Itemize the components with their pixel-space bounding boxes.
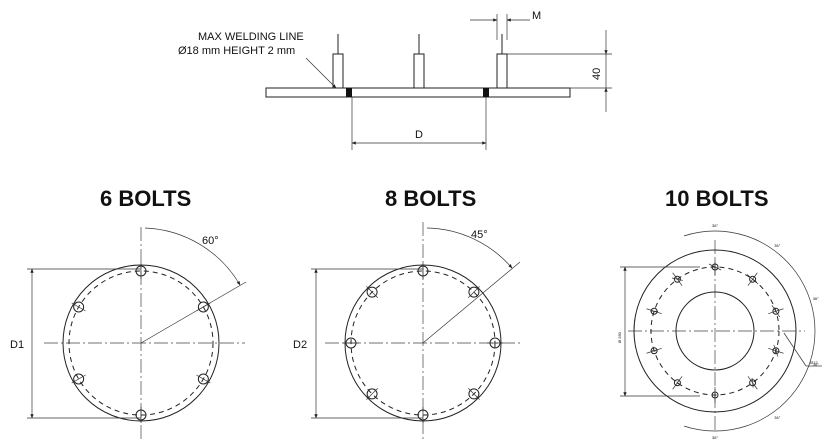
bolt-hole: [650, 347, 658, 355]
weld-mark-right: [483, 88, 489, 97]
bolt-hole: [468, 388, 480, 400]
ten-angle-arc: [745, 389, 797, 427]
ten-hole-label: Ø12: [810, 360, 818, 365]
hole-centerline: [468, 286, 480, 298]
eight-angle-leader: [422, 261, 521, 344]
ten-angle-label: 36°: [813, 362, 819, 367]
m-label: M: [532, 10, 541, 22]
eight-bolts-view: 8 BOLTS D2 45°: [293, 186, 523, 440]
ten-angle-label: 36°: [712, 223, 718, 228]
height-label: 40: [591, 68, 603, 80]
stud-center: [413, 34, 425, 89]
bolt-hole: [197, 301, 209, 313]
weld-note-leader: [305, 57, 337, 89]
bolt-hole: [772, 307, 780, 315]
stud-left: [332, 34, 344, 89]
ten-angle-arc: [795, 272, 816, 332]
bolt-hole: [772, 347, 780, 355]
six-angle-label: 60°: [202, 235, 219, 247]
bolt-hole: [197, 373, 209, 385]
weld-note-line1: MAX WELDING LINE: [198, 31, 304, 43]
d-label: D: [415, 129, 423, 141]
weld-note-line2: Ø18 mm HEIGHT 2 mm: [178, 45, 295, 57]
eight-angle-label: 45°: [471, 229, 488, 241]
ten-angle-label: 36°: [813, 296, 819, 301]
eight-d2-label: D2: [293, 339, 307, 351]
ten-angle-arc: [745, 235, 797, 273]
bolt-hole: [673, 379, 681, 387]
bolt-hole: [468, 286, 480, 298]
ten-angle-dimensions: 36° 36° 36° 36° 36° 36°: [683, 223, 819, 440]
eight-bolt-holes: [343, 263, 503, 423]
ten-angle-arc: [795, 330, 816, 390]
ten-angle-label: 36°: [774, 243, 780, 248]
ten-inner-circle: [675, 291, 755, 371]
six-bolts-view: 6 BOLTS D1 60°: [10, 186, 247, 440]
eight-angle-arc: [426, 227, 513, 269]
hole-crossline: [676, 381, 679, 385]
bolt-hole: [749, 275, 757, 283]
hole-crossline: [773, 344, 779, 357]
hole-centerline: [366, 388, 378, 400]
six-angle-arc: [144, 227, 241, 286]
ten-angle-arc: [683, 425, 747, 432]
ten-hole-leader: [783, 332, 807, 367]
side-view: MAX WELDING LINE Ø18 mm HEIGHT 2 mm M 40…: [178, 10, 612, 150]
weld-mark-left: [346, 88, 352, 97]
bolt-hole: [749, 379, 757, 387]
hole-centerline: [71, 302, 86, 312]
eight-bolts-title: 8 BOLTS: [385, 186, 476, 211]
hole-crossline: [771, 305, 781, 318]
bolt-hole: [73, 373, 85, 385]
ten-bolts-title: 10 BOLTS: [665, 186, 769, 211]
bolt-hole: [366, 286, 378, 298]
stud-right: [496, 34, 508, 89]
hole-crossline: [671, 277, 683, 281]
ten-dia-label: Ø 280: [617, 331, 622, 343]
hole-crossline: [751, 377, 754, 388]
ten-angle-label: 36°: [712, 435, 718, 440]
six-d1-label: D1: [10, 339, 24, 351]
six-angle-leader: [140, 281, 247, 344]
hole-centerline: [196, 374, 211, 384]
ten-bolt-holes: [646, 259, 784, 403]
hole-centerline: [366, 286, 378, 298]
six-bolts-title: 6 BOLTS: [100, 186, 191, 211]
ten-angle-label: 36°: [774, 415, 780, 420]
hole-crossline: [708, 263, 722, 271]
base-plate: [265, 87, 571, 98]
hole-centerline: [468, 388, 480, 400]
bolt-hole: [73, 301, 85, 313]
ten-bolts-view: 10 BOLTS 36° 36° 36° 36° 36° 36° Ø 280 Ø12: [617, 186, 822, 440]
bolt-hole: [673, 275, 681, 283]
ten-angle-arc: [683, 230, 747, 237]
hole-crossline: [746, 274, 759, 285]
ten-outer-circle: [633, 249, 797, 413]
hole-centerline: [71, 374, 86, 384]
bolt-hole: [366, 388, 378, 400]
